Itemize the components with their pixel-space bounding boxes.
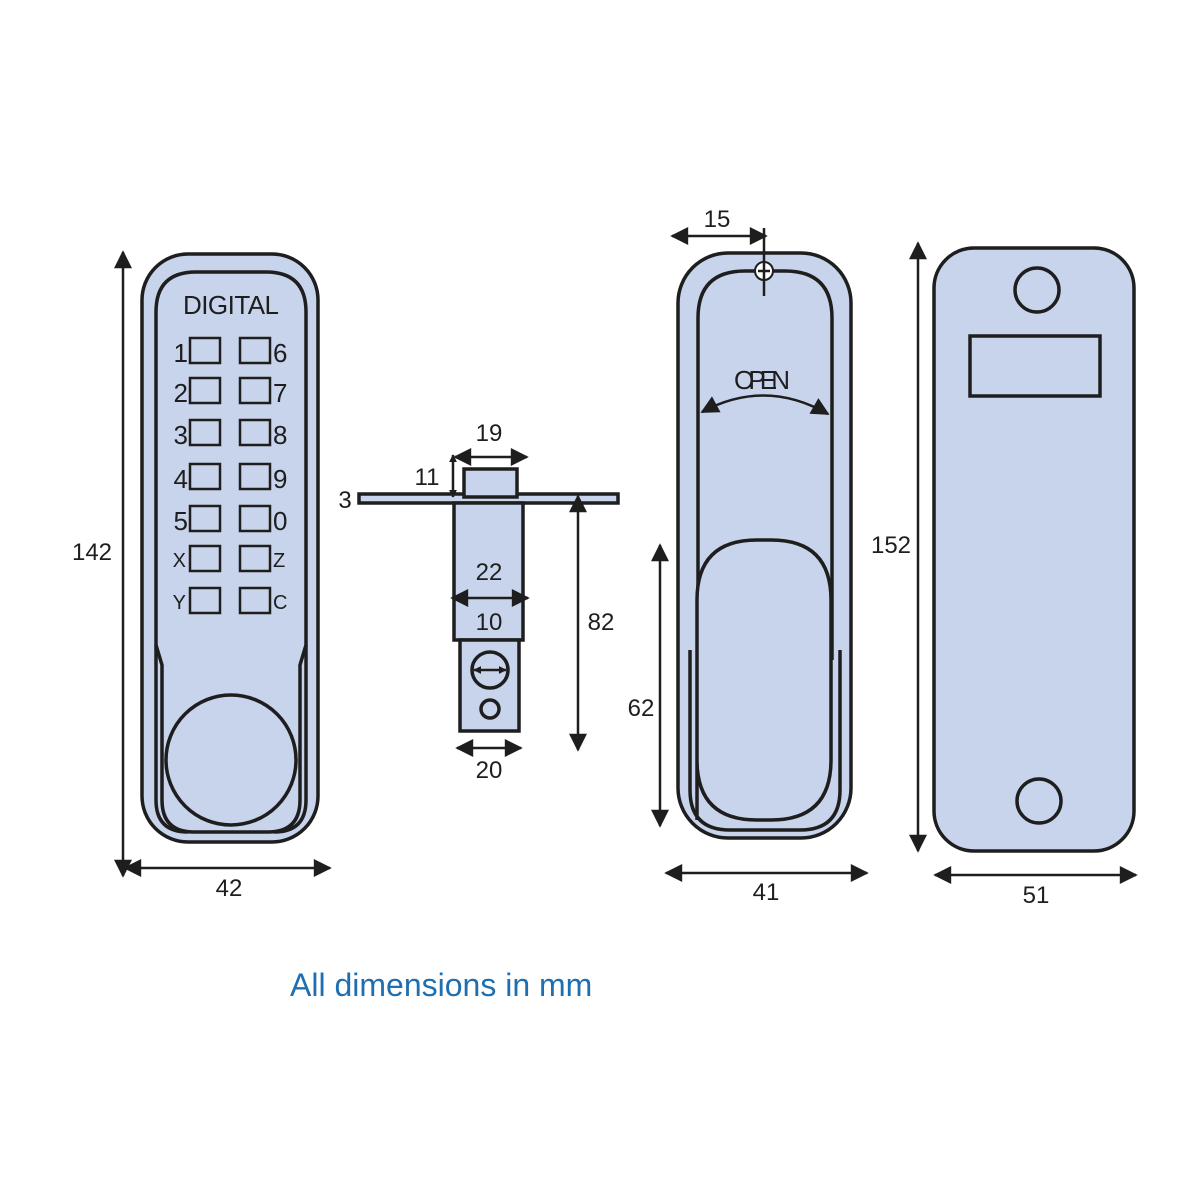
dim-tail-label: 10 bbox=[476, 609, 503, 636]
key-label: Y bbox=[173, 592, 186, 614]
latch-view: 19 11 3 22 10 82 20 bbox=[338, 420, 620, 784]
dim-tail-width-label: 20 bbox=[476, 757, 503, 784]
open-direction-arrow bbox=[700, 394, 830, 416]
key-button bbox=[238, 418, 272, 447]
knob bbox=[164, 693, 298, 827]
dim-width-label: 42 bbox=[216, 875, 243, 902]
dim-bolt-width-label: 19 bbox=[476, 420, 503, 447]
dim-lever-height-label: 62 bbox=[628, 695, 655, 722]
back-window bbox=[968, 334, 1102, 398]
key-button bbox=[188, 586, 222, 615]
key-button bbox=[238, 376, 272, 405]
front-view: DIGITAL 1 6 2 7 3 8 4 9 5 0X Z Y C 142 42 bbox=[72, 250, 332, 902]
dim-offset-label: 15 bbox=[704, 206, 731, 233]
key-label: 8 bbox=[273, 420, 287, 450]
key-label: 6 bbox=[273, 338, 287, 368]
key-label: 4 bbox=[174, 464, 188, 494]
key-button bbox=[238, 336, 272, 365]
dim-bolt-height-label: 11 bbox=[415, 464, 440, 491]
key-label: 9 bbox=[273, 464, 287, 494]
open-label: OPEN bbox=[734, 365, 790, 395]
key-label: 1 bbox=[174, 338, 188, 368]
caption: All dimensions in mm bbox=[290, 967, 592, 1003]
key-button bbox=[238, 462, 272, 491]
back-view: 152 51 bbox=[871, 241, 1138, 909]
dim-back-width-label: 51 bbox=[1023, 882, 1050, 909]
key-button bbox=[188, 462, 222, 491]
key-label: Z bbox=[273, 550, 285, 572]
key-label: 5 bbox=[174, 506, 188, 536]
key-button bbox=[188, 418, 222, 447]
key-label: X bbox=[173, 550, 186, 572]
key-button bbox=[238, 504, 272, 533]
bottom-mounting-hole bbox=[1015, 777, 1063, 825]
key-label: 3 bbox=[174, 420, 188, 450]
key-label: C bbox=[273, 592, 287, 614]
keypad: 1 6 2 7 3 8 4 9 5 0X Z Y C bbox=[173, 336, 287, 615]
key-button bbox=[188, 504, 222, 533]
front-lower-edge bbox=[154, 645, 308, 834]
key-button bbox=[238, 586, 272, 615]
side-lower-outline bbox=[688, 650, 842, 832]
key-label: 7 bbox=[273, 378, 287, 408]
key-button bbox=[188, 336, 222, 365]
key-button bbox=[188, 376, 222, 405]
key-label: 0 bbox=[273, 506, 287, 536]
lever-handle bbox=[695, 538, 833, 822]
dim-body-width-label: 22 bbox=[476, 559, 503, 586]
brand-label: DIGITAL bbox=[183, 290, 279, 320]
back-plate bbox=[932, 246, 1136, 853]
fixing-hole bbox=[479, 698, 501, 720]
key-label: 2 bbox=[174, 378, 188, 408]
side-view: 15 OPEN 62 41 bbox=[628, 206, 869, 906]
dim-back-height-label: 152 bbox=[871, 532, 911, 559]
dim-plate-thickness-label: 3 bbox=[338, 487, 351, 514]
dim-length-label: 82 bbox=[588, 609, 615, 636]
key-button bbox=[238, 544, 272, 573]
dim-height-label: 142 bbox=[72, 539, 112, 566]
latch-bolt bbox=[462, 467, 519, 499]
top-mounting-hole bbox=[1013, 266, 1061, 314]
key-button bbox=[188, 544, 222, 573]
front-outer-body bbox=[140, 252, 320, 844]
dim-side-width-label: 41 bbox=[753, 879, 780, 906]
